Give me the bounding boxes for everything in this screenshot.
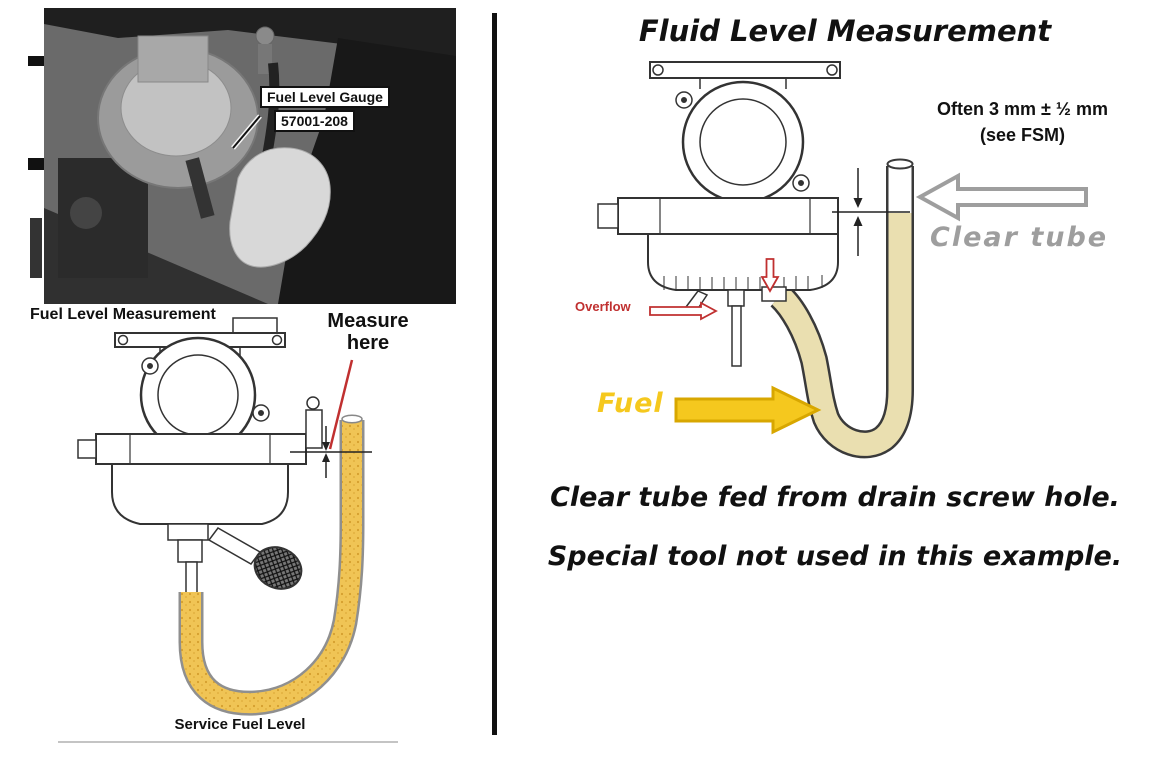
overflow-label: Overflow xyxy=(575,299,631,314)
measure-here-leader xyxy=(328,359,354,450)
tolerance-note: Often 3 mm ± ½ mm (see FSM) xyxy=(905,96,1140,148)
photo-caption: Fuel Level Measurement xyxy=(30,306,216,323)
clear-tube-arrow xyxy=(915,172,1088,222)
fuel-level-gauge-label: Fuel Level Gauge 57001-208 xyxy=(260,86,390,133)
fuel-level-dimension-left xyxy=(290,426,372,478)
tolerance-line2: (see FSM) xyxy=(979,125,1066,146)
measure-note-line1: Measure xyxy=(327,310,409,332)
left-carb-diagram xyxy=(77,317,372,716)
right-title: Fluid Level Measurement xyxy=(638,14,1052,48)
tube-open-end xyxy=(886,158,914,170)
measure-here-note: Measure here xyxy=(318,310,418,354)
clear-tube-label: Clear tube xyxy=(930,222,1109,253)
drain-screw-knob xyxy=(253,546,303,590)
fuel-arrow xyxy=(674,385,822,435)
gauge-label-line1: Fuel Level Gauge xyxy=(260,86,390,109)
service-fuel-level-caption: Service Fuel Level xyxy=(174,716,306,733)
gauge-label-leader xyxy=(232,115,261,149)
carburetor-drawing-right xyxy=(597,61,841,367)
carb-photo: Fuel Level Gauge 57001-208 xyxy=(28,8,456,304)
carburetor-drawing-left xyxy=(77,317,323,609)
photo-illustration xyxy=(28,8,456,304)
vertical-divider xyxy=(492,13,497,735)
float-bowl-left xyxy=(111,463,289,525)
photo-hand xyxy=(229,147,331,268)
note-line1: Clear tube fed from drain screw hole. xyxy=(550,482,1120,513)
clear-tube-left xyxy=(178,414,365,716)
right-carb-diagram xyxy=(597,61,914,459)
fuel-label: Fuel xyxy=(597,388,664,419)
clear-tube-right xyxy=(770,165,914,459)
fuel-level-dimension-right xyxy=(832,168,910,256)
note-line2: Special tool not used in this example. xyxy=(547,541,1123,572)
drain-hole-fitting xyxy=(761,286,787,302)
measure-note-line2: here xyxy=(346,332,390,354)
float-bowl-right xyxy=(647,233,839,291)
page-edge-line xyxy=(58,741,398,743)
overflow-arrow xyxy=(649,301,718,321)
overflow-standpipe xyxy=(731,305,742,367)
drain-arrow xyxy=(760,258,780,293)
gauge-label-line2: 57001-208 xyxy=(274,110,355,133)
tolerance-line1: Often 3 mm ± ½ mm xyxy=(937,99,1108,119)
